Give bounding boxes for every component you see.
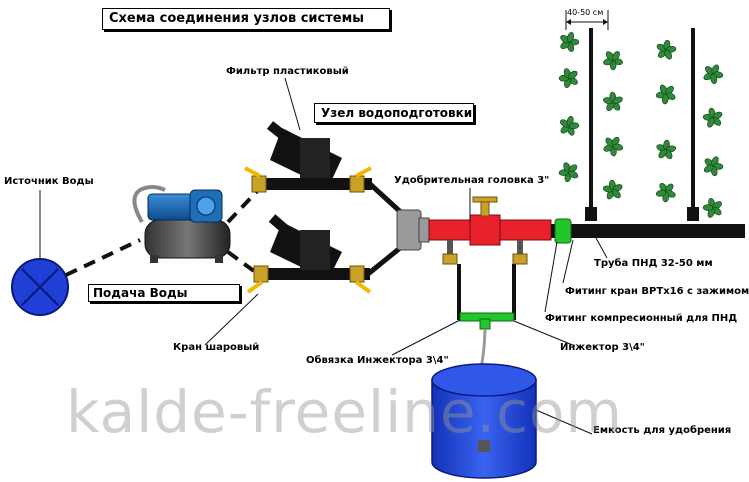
label-pipe: Труба ПНД 32-50 мм bbox=[594, 258, 713, 269]
node-label: Узел водоподготовки bbox=[314, 103, 474, 123]
grey-tee bbox=[396, 209, 430, 251]
suction-line bbox=[65, 238, 141, 277]
plant-leaf bbox=[702, 107, 723, 128]
plants bbox=[558, 32, 724, 218]
plant-leaf bbox=[655, 84, 676, 105]
upper-filter bbox=[262, 121, 372, 190]
plant-leaf bbox=[559, 115, 580, 136]
label-filter: Фильтр пластиковый bbox=[226, 66, 349, 77]
pump-station bbox=[132, 185, 231, 263]
label-ball-valve: Кран шаровый bbox=[173, 342, 260, 353]
ball-valve-lower-right bbox=[349, 265, 372, 294]
label-injector: Инжектор 3\4" bbox=[560, 342, 645, 353]
fertilizer-head bbox=[428, 196, 552, 265]
label-tank: Емкость для удобрения bbox=[593, 425, 732, 436]
drip-lines bbox=[565, 10, 699, 221]
water-source bbox=[11, 258, 69, 316]
plant-leaf bbox=[703, 64, 724, 85]
label-fert-head: Удобрительная головка 3" bbox=[394, 175, 550, 186]
label-compression-fitting: Фитинг компресионный для ПНД bbox=[545, 313, 738, 324]
main-pipe bbox=[551, 224, 745, 238]
plant-leaf bbox=[603, 136, 624, 157]
supply-label: Подача Воды bbox=[88, 284, 240, 302]
label-source: Источник Воды bbox=[4, 176, 94, 187]
spacing-label: 40-50 см bbox=[567, 8, 604, 17]
diagram-title: Схема соединения узлов системы bbox=[102, 8, 390, 30]
plant-leaf bbox=[656, 139, 677, 160]
label-tap-fitting: Фитинг кран ВРТх16 с зажимом bbox=[565, 286, 749, 297]
ball-valve-lower-left bbox=[246, 265, 269, 294]
watermark: kalde-freeline.com bbox=[66, 378, 623, 446]
plant-leaf bbox=[656, 39, 677, 60]
label-injector-piping: Обвязка Инжектора 3\4" bbox=[306, 355, 449, 366]
plant-leaf bbox=[603, 91, 623, 112]
ball-valve-upper-left bbox=[244, 166, 267, 193]
compression-fitting bbox=[554, 218, 572, 244]
plant-leaf bbox=[602, 179, 623, 200]
fertilizer-tank bbox=[431, 363, 537, 479]
plant-leaf bbox=[703, 156, 724, 177]
leader-lines bbox=[39, 77, 608, 435]
plant-leaf bbox=[603, 51, 623, 71]
lower-filter bbox=[258, 214, 370, 280]
line-pump-lower bbox=[226, 250, 260, 276]
plant-leaf bbox=[560, 32, 580, 52]
plant-leaf bbox=[558, 162, 579, 183]
plant-leaf bbox=[702, 198, 723, 218]
ball-valve-upper-right bbox=[349, 166, 372, 193]
plant-leaf bbox=[558, 68, 578, 88]
plant-leaf bbox=[655, 182, 676, 203]
